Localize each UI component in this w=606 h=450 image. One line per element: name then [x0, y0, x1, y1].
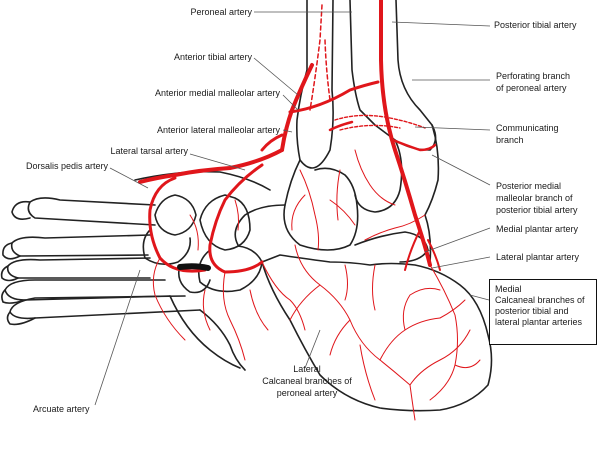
label-medial-calcaneal-line1: Medial — [495, 284, 522, 294]
label-peroneal-artery: Peroneal artery — [190, 7, 252, 17]
label-lateral-tarsal-artery: Lateral tarsal artery — [110, 146, 188, 156]
bone-outlines — [0, 0, 493, 412]
label-dorsalis-pedis-artery: Dorsalis pedis artery — [25, 161, 108, 171]
label-medial-calcaneal-line4: lateral plantar arteries — [495, 317, 583, 327]
label-posterior-medial-malleolar-line1: Posterior medial — [496, 181, 562, 191]
label-posterior-tibial-artery: Posterior tibial artery — [494, 20, 577, 30]
label-medial-calcaneal-line2: Calcaneal branches of — [495, 295, 585, 305]
label-communicating-branch-line2: branch — [496, 135, 524, 145]
label-communicating-branch-line1: Communicating — [496, 123, 559, 133]
label-lateral-calcaneal-line3: peroneal artery — [276, 388, 338, 398]
dorsalis-pedis-artery — [138, 148, 284, 184]
leader-lines — [94, 11, 491, 406]
label-perforating-branch-line2: of peroneal artery — [496, 83, 567, 93]
medial-calcaneal-label-box: Medial Calcaneal branches of posterior t… — [489, 279, 597, 345]
label-posterior-medial-malleolar-line3: posterior tibial artery — [496, 205, 578, 215]
label-medial-plantar-artery: Medial plantar artery — [496, 224, 579, 234]
label-lateral-calcaneal-line2: Calcaneal branches of — [262, 376, 352, 386]
label-anterior-lateral-malleolar-artery: Anterior lateral malleolar artery — [156, 125, 280, 135]
posterior-tibial-artery-trunk — [379, 0, 432, 267]
label-arcuate-artery: Arcuate artery — [33, 404, 90, 414]
lateral-tarsal-artery — [208, 163, 264, 274]
label-lateral-plantar-artery: Lateral plantar artery — [496, 252, 580, 262]
arteries — [138, 0, 481, 421]
anterior-tibial-artery — [280, 63, 314, 152]
label-posterior-medial-malleolar-line2: malleolar branch of — [496, 193, 573, 203]
label-anterior-tibial-artery: Anterior tibial artery — [173, 52, 252, 62]
label-lateral-calcaneal-line1: Lateral — [293, 364, 321, 374]
label-medial-calcaneal-line3: posterior tibial and — [495, 306, 569, 316]
peroneal-artery-trunk — [309, 4, 323, 111]
label-anterior-medial-malleolar-artery: Anterior medial malleolar artery — [154, 88, 280, 98]
label-perforating-branch-line1: Perforating branch — [496, 71, 571, 81]
